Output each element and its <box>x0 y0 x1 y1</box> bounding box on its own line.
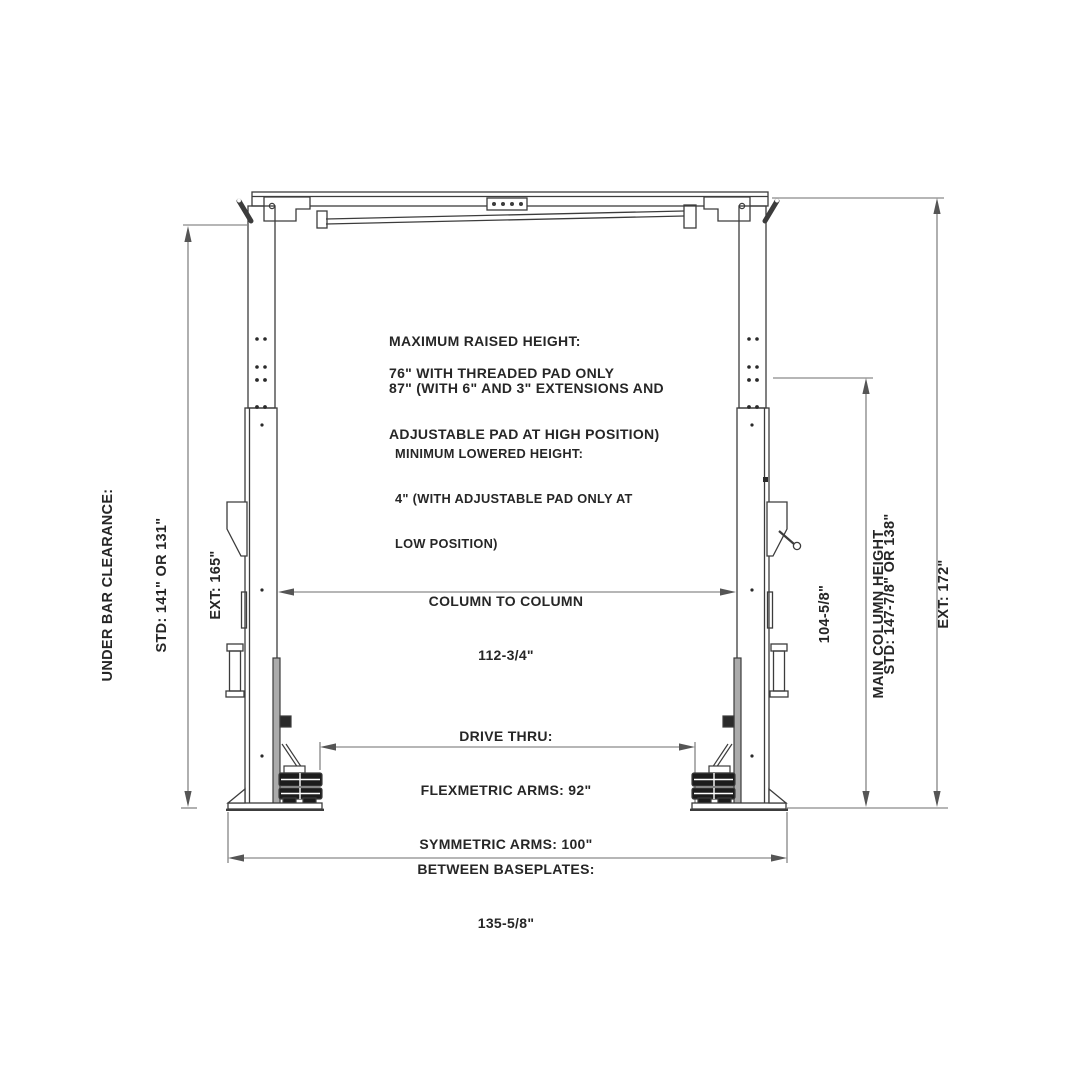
lock-release-lever <box>778 530 802 551</box>
column-to-column-line1: COLUMN TO COLUMN <box>428 593 584 609</box>
safety-hooks <box>236 198 780 224</box>
column-to-column-line2: 112-3/4" <box>478 647 534 663</box>
overall-height-line2: EXT: 172" <box>936 559 952 629</box>
under-bar-clearance-line2: STD: 141" OR 131" <box>154 517 170 653</box>
right-lock-cylinder <box>769 643 789 698</box>
left-column <box>225 205 278 805</box>
max-raised-height-line1: MAXIMUM RAISED HEIGHT: <box>389 333 581 349</box>
between-baseplates-dimension: BETWEEN BASEPLATES: 135-5/8" <box>330 824 682 968</box>
main-column-height-line1: 104-5/8" <box>817 584 833 644</box>
min-lowered-height-note: MINIMUM LOWERED HEIGHT: 4" (WITH ADJUSTA… <box>395 416 633 581</box>
left-carriage <box>272 657 323 805</box>
drive-thru-dimension: DRIVE THRU: FLEXMETRIC ARMS: 92" SYMMETR… <box>330 691 682 889</box>
right-column <box>736 205 802 805</box>
top-crossbar <box>236 191 780 229</box>
overall-height-line1: STD: 147-7/8" OR 138" <box>882 513 898 675</box>
left-extension-bolt-holes <box>255 337 267 758</box>
overall-height-label: STD: 147-7/8" OR 138" EXT: 172" <box>845 294 989 894</box>
dimension-lines <box>181 197 948 863</box>
column-to-column-dimension: COLUMN TO COLUMN 112-3/4" <box>330 556 682 700</box>
min-lowered-height-line1: MINIMUM LOWERED HEIGHT: <box>395 446 584 461</box>
crossbar-bolt-plate <box>486 197 528 211</box>
max-raised-height-line2: 87" (WITH 6" AND 3" EXTENSIONS AND <box>389 379 664 396</box>
under-bar-clearance-label: UNDER BAR CLEARANCE: STD: 141" OR 131" E… <box>63 285 261 885</box>
drive-thru-line2: FLEXMETRIC ARMS: 92" <box>420 782 592 798</box>
threaded-pad-note: 76" WITH THREADED PAD ONLY <box>389 365 615 381</box>
baseplates <box>226 787 788 811</box>
left-lock-cylinder <box>225 643 245 698</box>
min-lowered-height-line2: 4" (WITH ADJUSTABLE PAD ONLY AT <box>395 491 633 506</box>
under-bar-clearance-line3: EXT: 165" <box>208 550 224 620</box>
left-side-bracket <box>226 501 248 557</box>
drive-thru-line3: SYMMETRIC ARMS: 100" <box>419 836 593 852</box>
between-baseplates-line2: 135-5/8" <box>477 915 535 931</box>
right-carriage <box>691 657 742 805</box>
right-extension-bolt-holes <box>747 337 768 758</box>
dimension-arrowheads <box>184 198 941 862</box>
max-raised-height-note: MAXIMUM RAISED HEIGHT: 87" (WITH 6" AND … <box>389 303 664 474</box>
max-raised-height-line3: ADJUSTABLE PAD AT HIGH POSITION) <box>389 426 660 442</box>
min-lowered-height-line3: LOW POSITION) <box>395 536 498 551</box>
under-bar-clearance-line1: UNDER BAR CLEARANCE: <box>100 488 116 682</box>
drive-thru-line1: DRIVE THRU: <box>459 728 553 744</box>
right-side-bracket <box>766 501 788 557</box>
equalizer-rod <box>316 204 697 229</box>
between-baseplates-line1: BETWEEN BASEPLATES: <box>417 861 595 877</box>
